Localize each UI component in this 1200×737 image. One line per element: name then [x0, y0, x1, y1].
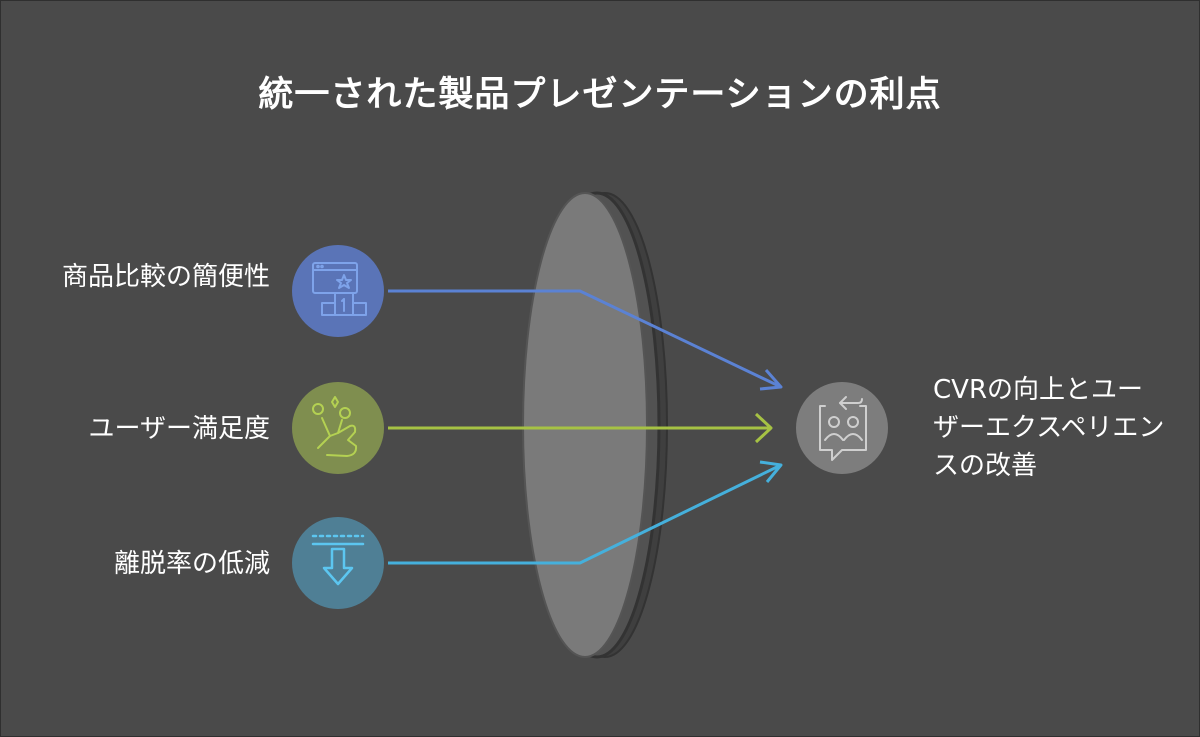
input-label-2: ユーザー満足度	[88, 414, 270, 444]
input-label-3: 離脱率の低減	[113, 549, 270, 579]
lens	[522, 191, 668, 659]
podium-rank-icon	[312, 262, 367, 316]
user-feedback-icon	[819, 396, 867, 461]
connector-1	[388, 289, 783, 391]
diagram-title: 統一された製品プレゼンテーションの利点	[258, 75, 942, 115]
connector-3	[388, 460, 783, 565]
input-label-1: 商品比較の簡便性	[61, 262, 270, 292]
input-node-3	[292, 517, 384, 609]
output-node	[796, 382, 888, 474]
input-node-1	[292, 245, 384, 337]
arrow-down-barrier-icon	[311, 534, 365, 586]
connector-2	[388, 412, 773, 444]
thumbs-up-flowers-icon	[312, 396, 358, 457]
input-node-2	[292, 382, 384, 474]
output-label: CVRの向上とユーザーエクスペリエンスの改善	[933, 375, 1165, 481]
